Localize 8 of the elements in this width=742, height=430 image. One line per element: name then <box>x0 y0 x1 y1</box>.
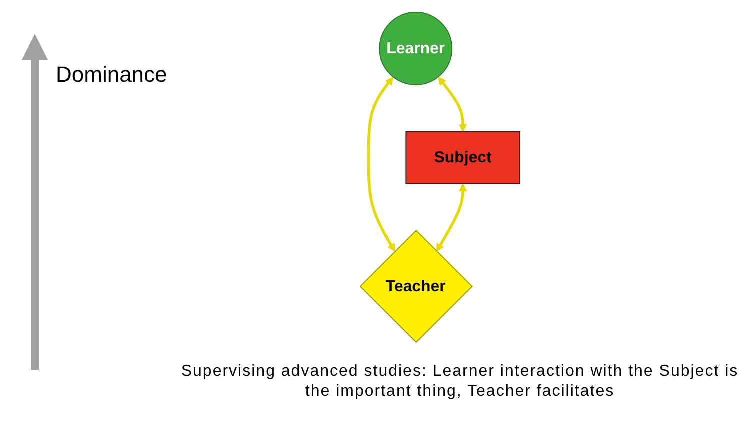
arrow <box>436 184 467 252</box>
caption: Supervising advanced studies: Learner interaction with the Subject is the important thing, Teacher facilitates <box>180 362 740 402</box>
axis-label: Dominance <box>56 62 168 88</box>
arrow <box>438 77 467 132</box>
arrow <box>367 77 396 252</box>
node-box: Subject <box>406 131 520 184</box>
node-circle: Learner <box>379 12 452 86</box>
node-diamond: Teacher <box>360 230 473 344</box>
